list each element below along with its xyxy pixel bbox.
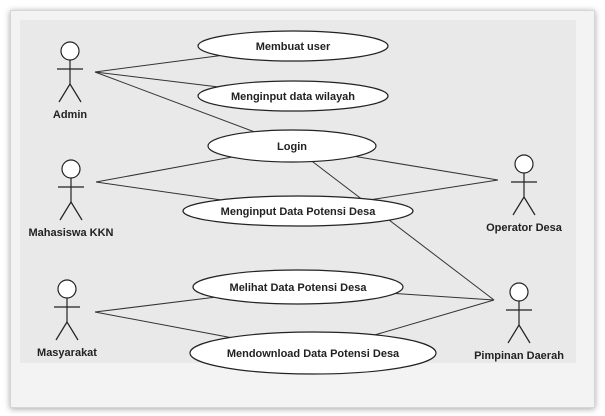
- actor-mahasiswa: Mahasiswa KKN: [29, 159, 114, 239]
- association-masyarakat-melihat-potensi: [94, 296, 215, 313]
- actor-label: Masyarakat: [37, 347, 97, 359]
- use-case-menginput-wilayah: Menginput data wilayah: [197, 80, 389, 112]
- use-case-label: Membuat user: [256, 41, 331, 53]
- actor-label: Operator Desa: [486, 222, 563, 234]
- stick-figure-icon: [57, 279, 77, 299]
- association-mahasiswa-login: [95, 156, 232, 183]
- use-case-membuat-user: Membuat user: [197, 30, 389, 62]
- use-case-diagram: [20, 20, 576, 363]
- association-lines: [94, 55, 499, 338]
- association-pimpinan-mendownload-potensi: [374, 299, 495, 336]
- association-admin-membuat-user: [94, 55, 221, 73]
- actor-admin: Admin: [53, 41, 88, 121]
- stick-figure-icon: [514, 154, 534, 174]
- actor-operator: Operator Desa: [486, 154, 563, 234]
- association-pimpinan-login: [312, 161, 495, 301]
- association-mahasiswa-menginput-potensi: [95, 181, 221, 201]
- use-case-label: Menginput data wilayah: [231, 91, 355, 103]
- actor-pimpinan: Pimpinan Daerah: [474, 282, 564, 362]
- use-case-mendownload-potensi: Mendownload Data Potensi Desa: [189, 331, 437, 375]
- use-case-label: Mendownload Data Potensi Desa: [227, 348, 400, 360]
- stick-figure-icon: [509, 282, 529, 302]
- association-operator-login: [355, 155, 499, 181]
- association-admin-login: [94, 71, 255, 133]
- actor-label: Mahasiswa KKN: [29, 227, 114, 239]
- use-case-login: Login: [207, 129, 377, 163]
- association-masyarakat-mendownload-potensi: [94, 311, 231, 338]
- actor-label: Pimpinan Daerah: [474, 350, 564, 362]
- use-case-label: Melihat Data Potensi Desa: [230, 282, 368, 294]
- stick-figure-icon: [60, 41, 80, 61]
- use-case-label: Menginput Data Potensi Desa: [221, 206, 377, 218]
- actor-label: Admin: [53, 109, 88, 121]
- use-case-menginput-potensi: Menginput Data Potensi Desa: [182, 195, 414, 227]
- association-pimpinan-melihat-potensi: [395, 292, 495, 301]
- use-case-label: Login: [277, 141, 307, 153]
- actor-masyarakat: Masyarakat: [37, 279, 97, 359]
- stick-figure-icon: [61, 159, 81, 179]
- association-admin-menginput-wilayah: [94, 71, 218, 88]
- association-operator-menginput-potensi: [371, 179, 499, 201]
- use-case-melihat-potensi: Melihat Data Potensi Desa: [192, 269, 404, 305]
